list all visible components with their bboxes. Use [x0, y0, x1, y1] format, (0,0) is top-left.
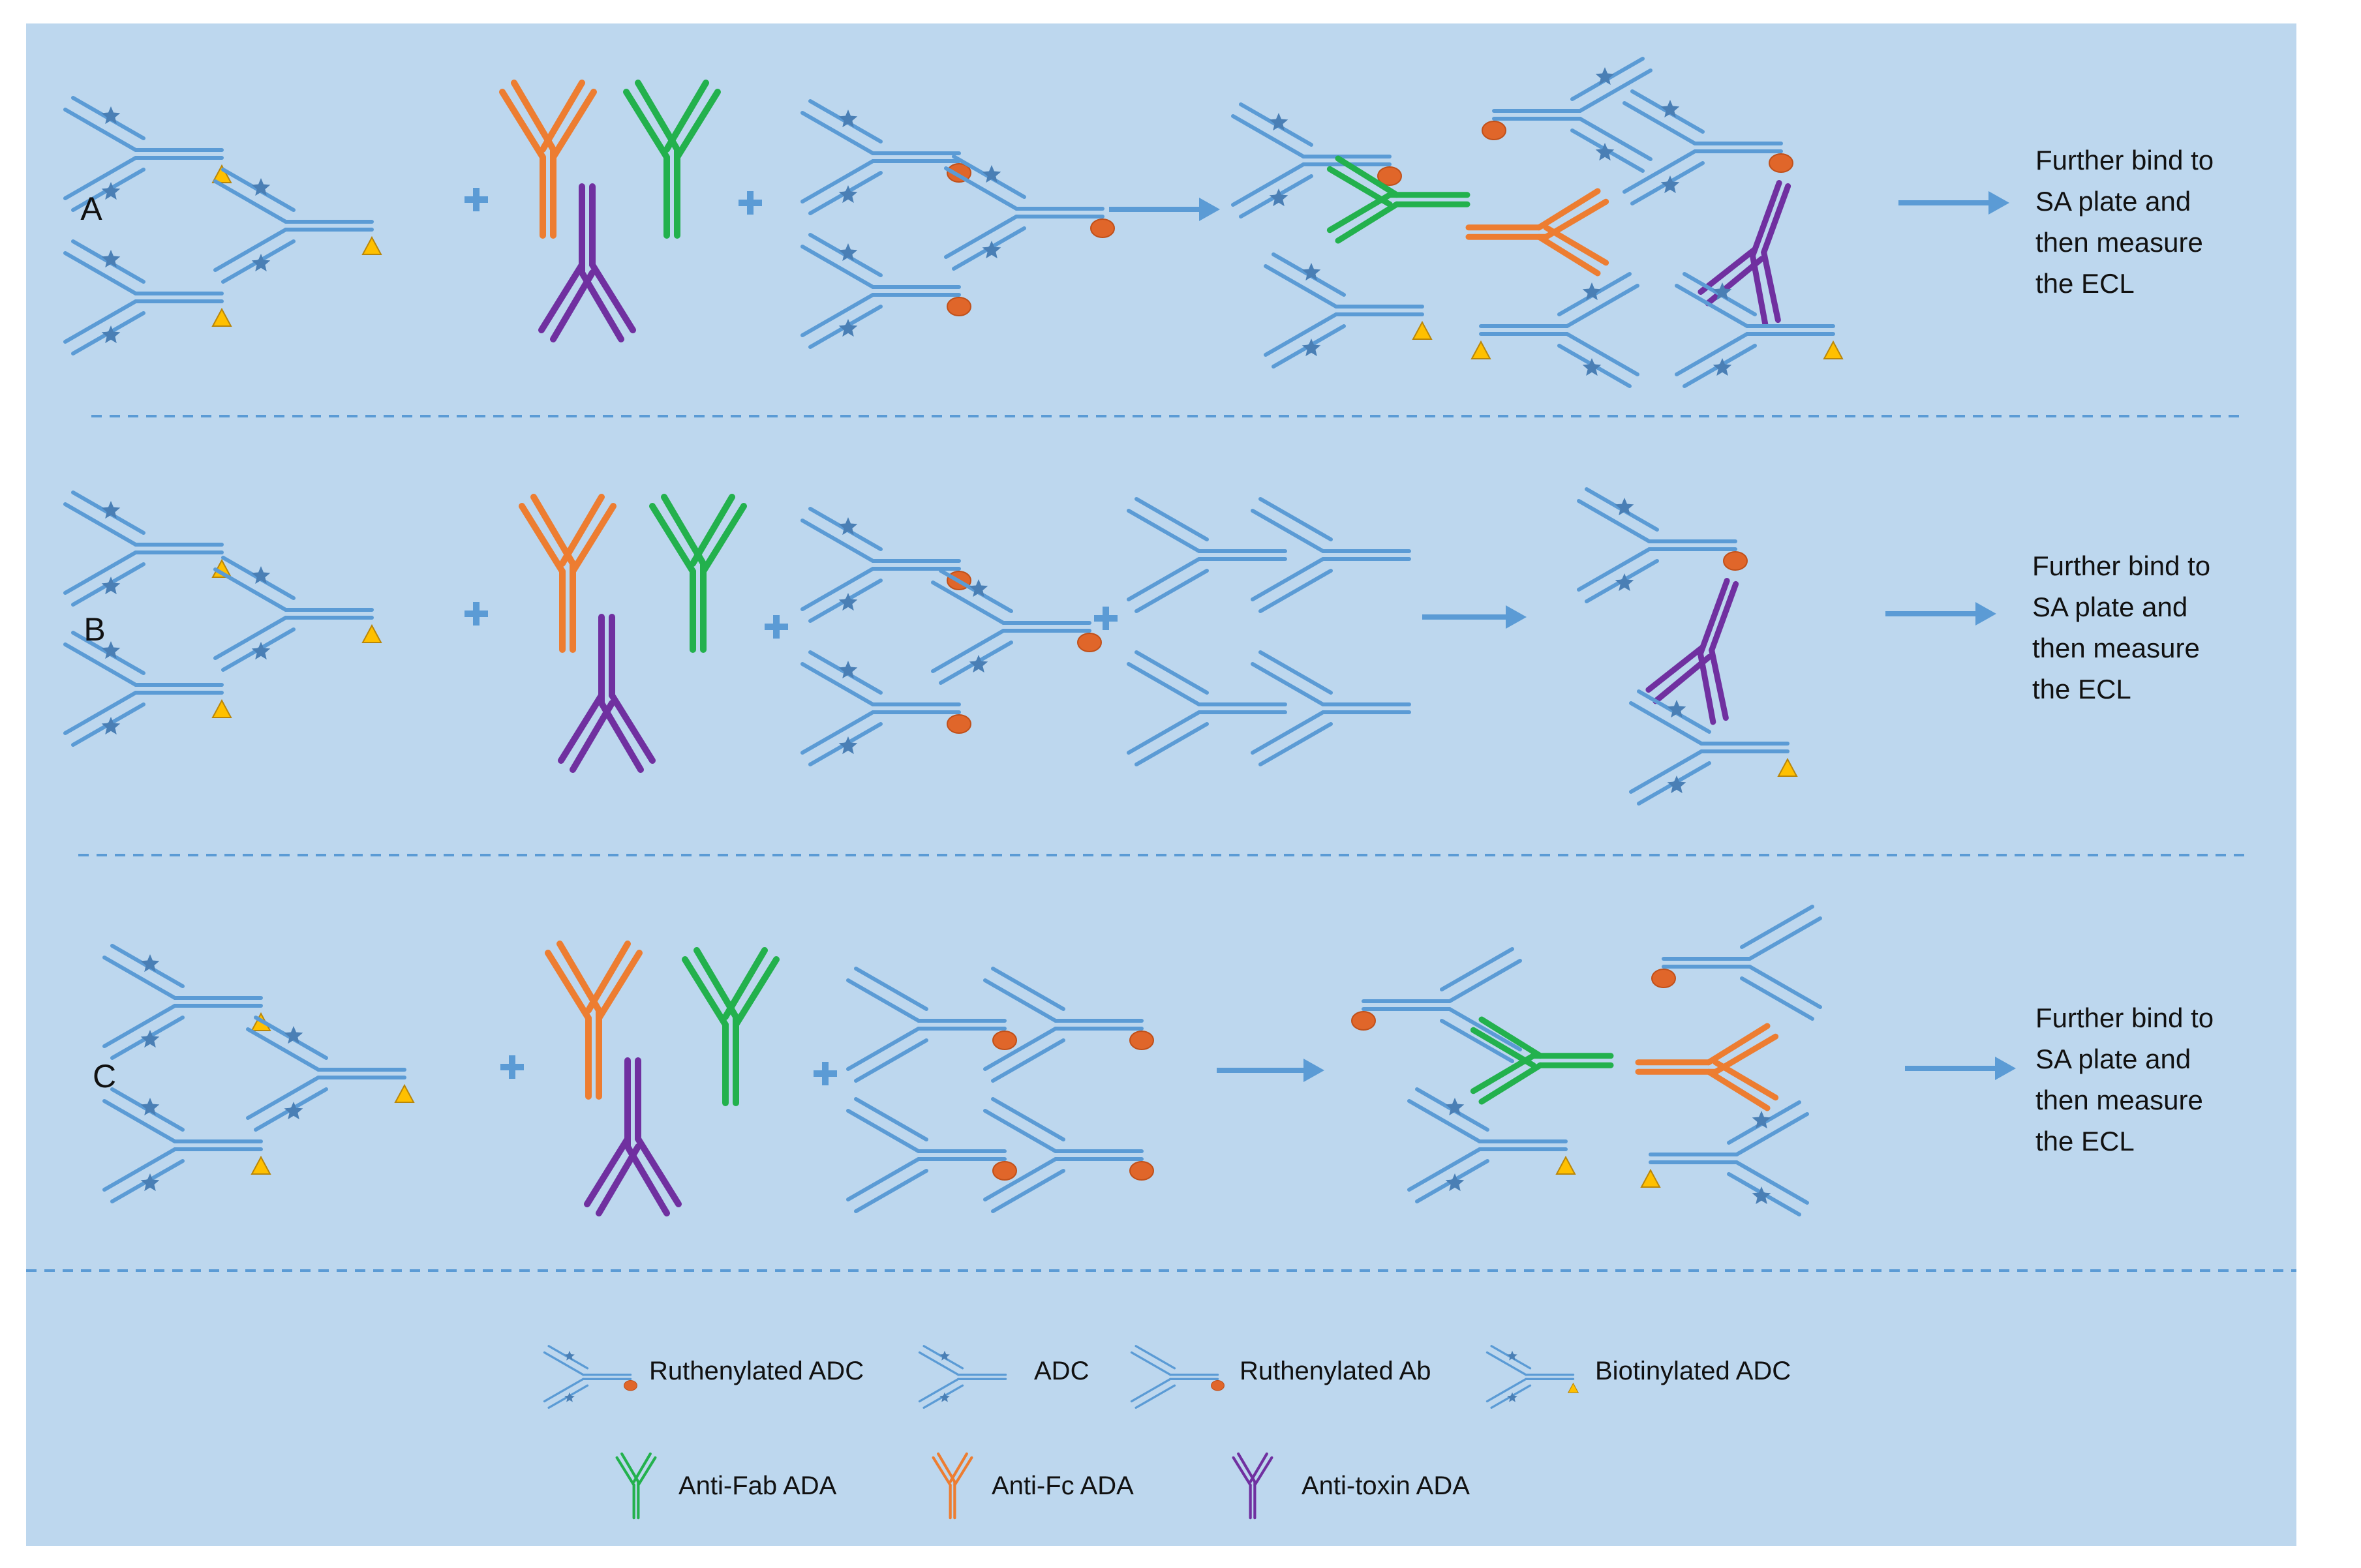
biotinylated-adc [63, 490, 232, 607]
biotinylated-adc [63, 239, 232, 355]
ruthenylated-adc [1577, 487, 1748, 603]
biotinylated-adc [1470, 272, 1639, 388]
anti-toxin-ada [558, 614, 656, 773]
ruthenylated-ab [846, 1097, 1017, 1213]
legend-label-anti-fc-ada: Anti-Fc ADA [992, 1471, 1134, 1500]
row-label-c: C [92, 1058, 117, 1094]
plus-sign [1094, 607, 1118, 630]
anti-fab-ada [623, 80, 721, 239]
biotinylated-adc [1675, 272, 1844, 388]
assay-diagram [26, 57, 2296, 1520]
unlabeled-antibody [1251, 650, 1411, 766]
legend-label-biotinylated-adc: Biotinylated ADC [1595, 1357, 1791, 1385]
biotinylated-adc [102, 1087, 271, 1203]
ruthenylated-adc [1622, 89, 1793, 205]
plus-sign [465, 602, 488, 626]
ruthenylated-adc [800, 233, 971, 349]
ruthenylated-ab [983, 967, 1154, 1083]
anti-fab-ada [1326, 155, 1470, 244]
anti-fc-ada-icon [932, 1452, 973, 1520]
anti-fab-ada-icon [615, 1452, 657, 1520]
ruthenylated-ab [846, 967, 1017, 1083]
legend-label-anti-toxin-ada: Anti-toxin ADA [1302, 1471, 1470, 1500]
ruthenylated-adc-icon [543, 1345, 637, 1409]
plus-sign [500, 1055, 524, 1079]
anti-fc-ada [499, 80, 597, 239]
adc-icon [918, 1345, 1007, 1409]
legend-label-ruthenylated-adc: Ruthenylated ADC [649, 1357, 864, 1385]
unlabeled-antibody [1251, 497, 1411, 613]
ruthenylated-adc [931, 569, 1102, 685]
anti-fab-ada [649, 494, 747, 653]
anti-fab-ada [682, 947, 780, 1106]
arrow-a [1109, 198, 1220, 221]
ruthenylated-adc [1231, 102, 1402, 219]
ruthenylated-ab [1651, 905, 1822, 1021]
arrow-c-result [1905, 1057, 2016, 1080]
arrow-a-result [1898, 191, 2009, 215]
arrow-c [1217, 1059, 1324, 1082]
biotinylated-adc [246, 1016, 415, 1132]
plus-sign [739, 191, 762, 215]
unlabeled-antibody [1127, 650, 1287, 766]
anti-fc-ada [1465, 188, 1609, 277]
legend-label-ruthenylated-ab: Ruthenylated Ab [1240, 1357, 1431, 1385]
biotinylated-adc [1629, 689, 1798, 806]
legend-label-anti-fab-ada: Anti-Fab ADA [678, 1471, 837, 1500]
ruthenylated-adc [944, 155, 1115, 271]
plus-sign [465, 188, 488, 211]
ruthenylated-ab [983, 1097, 1154, 1213]
arrow-b [1422, 605, 1527, 629]
biotinylated-adc [213, 168, 382, 284]
plus-sign [765, 615, 788, 639]
biotinylated-adc [1264, 252, 1433, 369]
result-text-b: Further bind to SA plate and then measur… [2032, 550, 2211, 704]
ruthenylated-adc [800, 507, 971, 623]
diagram-panel: A B C Further bind to SA plate and then … [26, 23, 2296, 1546]
ruthenylated-ab [1351, 947, 1522, 1063]
biotinylated-adc [213, 556, 382, 672]
biotinylated-adc [1640, 1100, 1809, 1216]
biotinylated-adc [102, 944, 271, 1060]
anti-toxin-ada [1645, 578, 1739, 725]
anti-fc-ada [1635, 1023, 1779, 1111]
result-text-a: Further bind to SA plate and then measur… [2035, 145, 2214, 299]
ruthenylated-adc [1482, 57, 1653, 173]
arrow-b-result [1885, 602, 1996, 626]
biotinylated-adc [63, 96, 232, 212]
ruthenylated-adc [800, 99, 971, 215]
result-text-c: Further bind to SA plate and then measur… [2035, 1003, 2214, 1156]
biotinylated-adc-icon [1485, 1345, 1579, 1409]
anti-toxin-ada [584, 1057, 682, 1216]
anti-toxin-ada [538, 183, 636, 342]
anti-fc-ada [545, 941, 643, 1100]
biotinylated-adc [63, 631, 232, 747]
biotinylated-adc [1407, 1087, 1576, 1203]
plus-sign [814, 1062, 837, 1085]
row-label-a: A [80, 190, 102, 227]
anti-fc-ada [519, 494, 617, 653]
anti-toxin-ada-icon [1232, 1452, 1273, 1520]
ruthenylated-adc [800, 650, 971, 766]
row-label-b: B [84, 611, 106, 648]
ruthenylated-ab-icon [1130, 1345, 1225, 1409]
unlabeled-antibody [1127, 497, 1287, 613]
legend-label-adc: ADC [1034, 1357, 1089, 1385]
anti-fab-ada [1470, 1016, 1614, 1105]
anti-toxin-ada [1698, 180, 1791, 327]
